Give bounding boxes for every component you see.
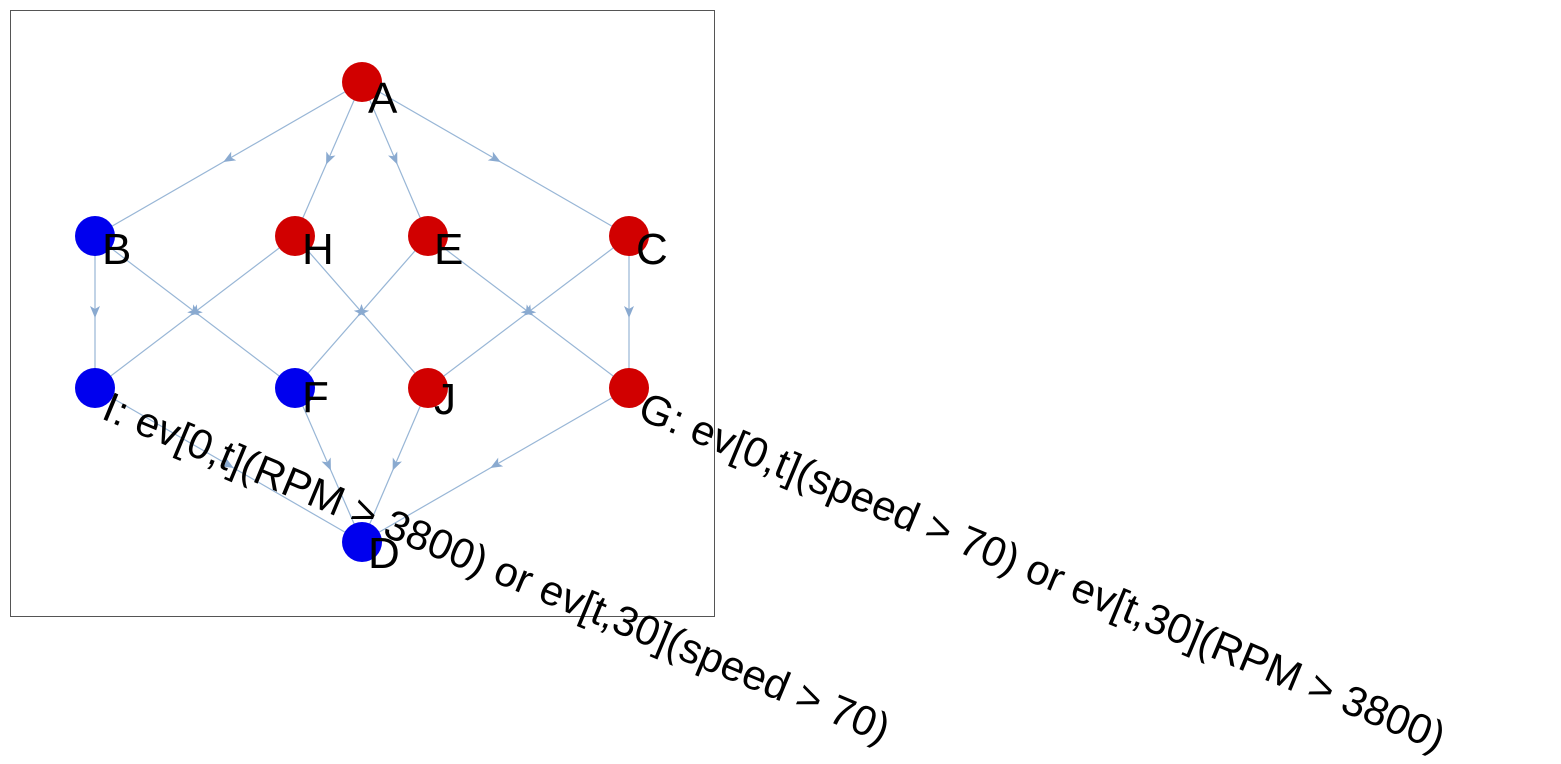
plot-frame [10, 10, 715, 617]
edge-arrow-C-J [523, 304, 537, 316]
node-label-j: J [434, 375, 456, 424]
nodes-layer [75, 62, 649, 562]
edge-arrow-B-I [90, 306, 100, 318]
node-g [609, 368, 649, 408]
node-i [75, 368, 115, 408]
edge-arrow-F-D [321, 457, 331, 471]
node-a [342, 62, 382, 102]
edge-arrow-A-C [487, 151, 501, 162]
node-label-c: C [636, 225, 668, 274]
edge-arrow-C-G [624, 306, 634, 318]
node-label-f: F [302, 373, 329, 422]
edge-arrow-A-E [388, 151, 398, 165]
node-label-e: E [434, 225, 463, 274]
edge-arrow-A-H [326, 151, 336, 165]
edge-arrow-H-I [190, 304, 203, 316]
node-h [275, 216, 315, 256]
node-b [75, 216, 115, 256]
node-label-a: A [368, 74, 398, 123]
node-j [408, 368, 448, 408]
node-e [408, 216, 448, 256]
node-label-b: B [102, 225, 131, 274]
node-label-g: G: ev[0,t](speed > 70) or ev[t,30](RPM >… [633, 383, 1453, 760]
edge-arrow-G-D [490, 457, 504, 468]
node-d [342, 522, 382, 562]
edge-arrow-A-B [223, 151, 237, 162]
edge-arrow-E-F [357, 304, 370, 317]
node-label-h: H [302, 225, 334, 274]
edge-arrow-I-D [220, 457, 234, 468]
edges-layer [90, 81, 634, 543]
edge-arrow-J-D [392, 457, 402, 471]
node-c [609, 216, 649, 256]
node-label-d: D [368, 529, 400, 578]
node-f [275, 368, 315, 408]
